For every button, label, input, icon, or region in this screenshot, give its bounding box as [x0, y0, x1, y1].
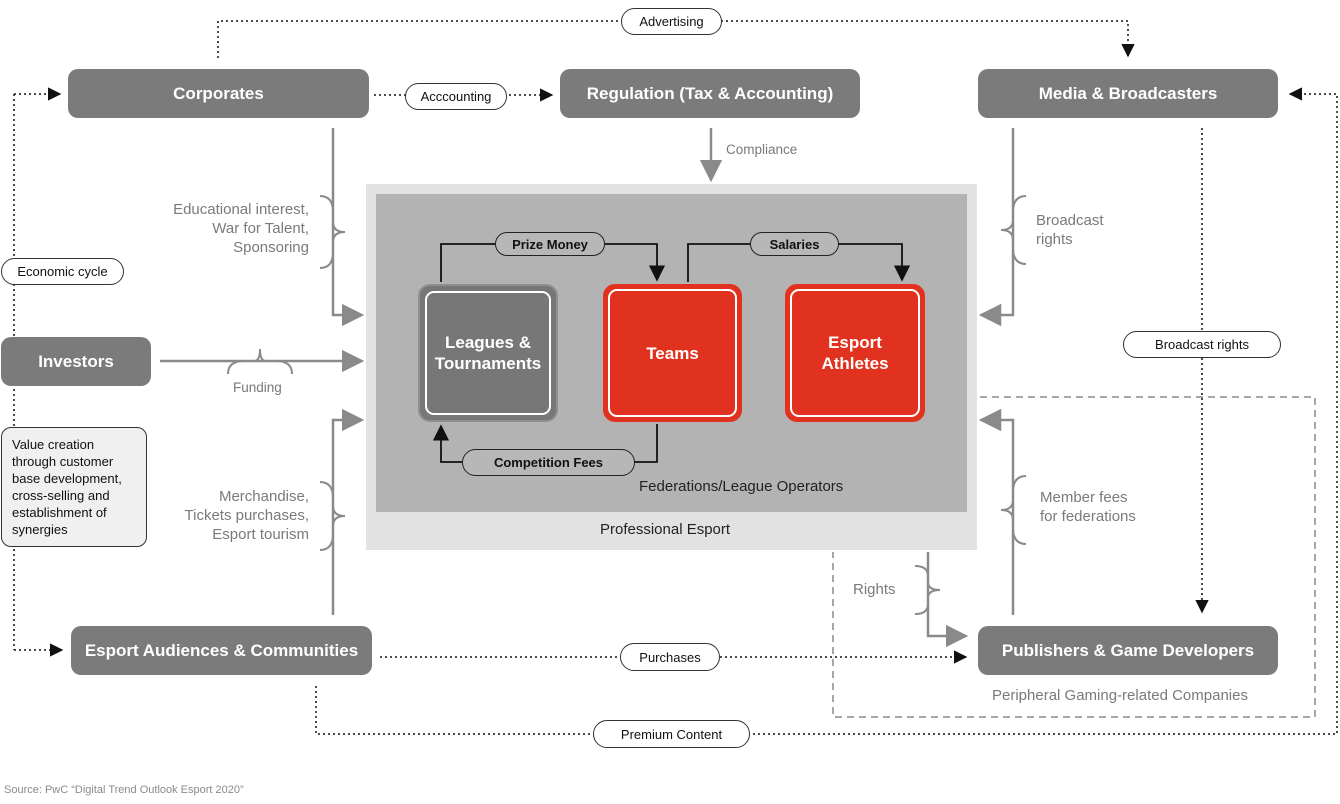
value-creation-box: Value creation through customer base dev…	[1, 427, 147, 547]
broadcast-rights-pill: Broadcast rights	[1123, 331, 1281, 358]
athletes-card: Esport Athletes	[785, 284, 925, 422]
economic-cycle-pill: Economic cycle	[1, 258, 124, 285]
source-note: Source: PwC “Digital Trend Outlook Espor…	[4, 784, 244, 796]
corporates-flow-line-3: Sponsoring	[233, 239, 309, 256]
publisher-brace	[1000, 475, 1027, 545]
rights-brace	[914, 565, 941, 615]
prize-money-pill: Prize Money	[495, 232, 605, 256]
corporates-flow-line-1: Educational interest,	[173, 201, 309, 218]
professional-esport-label: Professional Esport	[600, 521, 731, 538]
teams-card: Teams	[603, 284, 742, 422]
audiences-label: Esport Audiences & Communities	[84, 640, 359, 660]
audience-flow-connector	[331, 408, 365, 615]
peripheral-label: Peripheral Gaming-related Companies	[992, 687, 1248, 704]
corporates-label: Corporates	[173, 83, 264, 103]
corporates-brace	[319, 195, 346, 269]
rights-connector	[926, 552, 969, 648]
audience-flow-line-1: Merchandise,	[218, 488, 309, 505]
athletes-label: Esport Athletes	[790, 289, 920, 417]
audience-flow-line-2: Tickets purchases,	[184, 507, 310, 524]
publisher-flow-label: Member fees for federations	[1040, 488, 1136, 526]
media-flow-connector	[978, 128, 1015, 327]
funding-label: Funding	[233, 380, 282, 395]
publisher-flow-connector	[978, 408, 1015, 615]
premium-content-connector	[315, 87, 1338, 735]
funding-brace	[227, 348, 293, 375]
audience-flow-line-3: Esport tourism	[212, 526, 309, 543]
salaries-pill: Salaries	[750, 232, 839, 256]
audiences-node: Esport Audiences & Communities	[71, 626, 372, 675]
accounting-pill: Acccounting	[405, 83, 507, 110]
competition-fees-pill: Competition Fees	[462, 449, 635, 476]
regulation-node: Regulation (Tax & Accounting)	[560, 69, 860, 118]
corporates-flow-label: Educational interest, War for Talent, Sp…	[140, 200, 309, 257]
investors-node: Investors	[1, 337, 151, 386]
investors-label: Investors	[38, 351, 114, 371]
publishers-node: Publishers & Game Developers	[978, 626, 1278, 675]
media-flow-line-1: Broadcast	[1036, 212, 1104, 229]
corporates-node: Corporates	[68, 69, 369, 118]
leagues-label: Leagues & Tournaments	[425, 291, 551, 415]
federations-label: Federations/League Operators	[639, 478, 844, 495]
teams-label: Teams	[608, 289, 737, 417]
corporates-flow-line-2: War for Talent,	[212, 220, 309, 237]
advertising-pill: Advertising	[621, 8, 722, 35]
media-flow-line-2: rights	[1036, 231, 1073, 248]
publisher-flow-line-1: Member fees	[1040, 489, 1128, 506]
regulation-label: Regulation (Tax & Accounting)	[586, 83, 834, 103]
audience-flow-label: Merchandise, Tickets purchases, Esport t…	[140, 487, 310, 544]
rights-label: Rights	[853, 581, 896, 598]
media-node: Media & Broadcasters	[978, 69, 1278, 118]
audience-brace	[319, 481, 346, 551]
compliance-label: Compliance	[726, 142, 798, 157]
media-brace	[1000, 195, 1027, 265]
peripheral-frame	[832, 396, 1316, 718]
purchases-pill: Purchases	[620, 643, 720, 671]
publishers-label: Publishers & Game Developers	[1001, 640, 1255, 660]
leagues-card: Leagues & Tournaments	[418, 284, 558, 422]
corporates-flow-connector	[331, 128, 365, 327]
publisher-flow-line-2: for federations	[1040, 508, 1136, 525]
media-flow-label: Broadcast rights	[1036, 211, 1104, 249]
premium-content-pill: Premium Content	[593, 720, 750, 748]
media-label: Media & Broadcasters	[1038, 83, 1218, 103]
